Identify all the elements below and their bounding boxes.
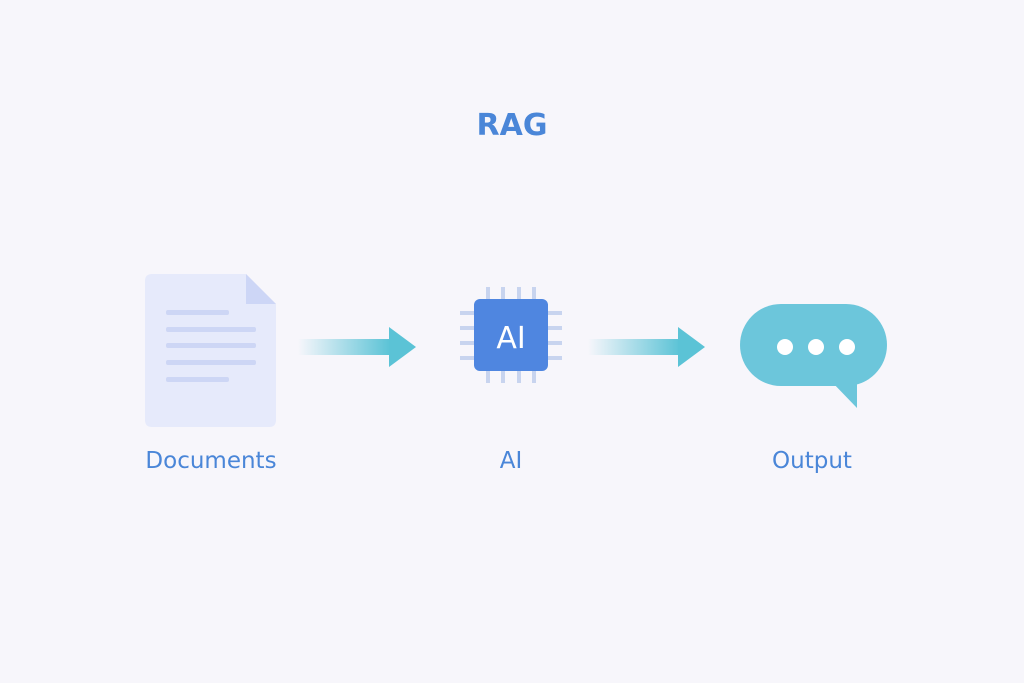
chip-text: AI xyxy=(496,321,525,356)
chat-bubble-icon xyxy=(740,304,887,408)
ai-label: AI xyxy=(499,448,523,474)
arrow-documents-to-ai xyxy=(298,327,416,367)
document-icon xyxy=(145,274,276,427)
ai-chip-icon: AI xyxy=(460,287,562,383)
arrow-ai-to-output xyxy=(588,327,705,367)
documents-label: Documents xyxy=(145,448,277,474)
diagram-title: RAG xyxy=(476,108,548,143)
output-label: Output xyxy=(772,448,852,474)
